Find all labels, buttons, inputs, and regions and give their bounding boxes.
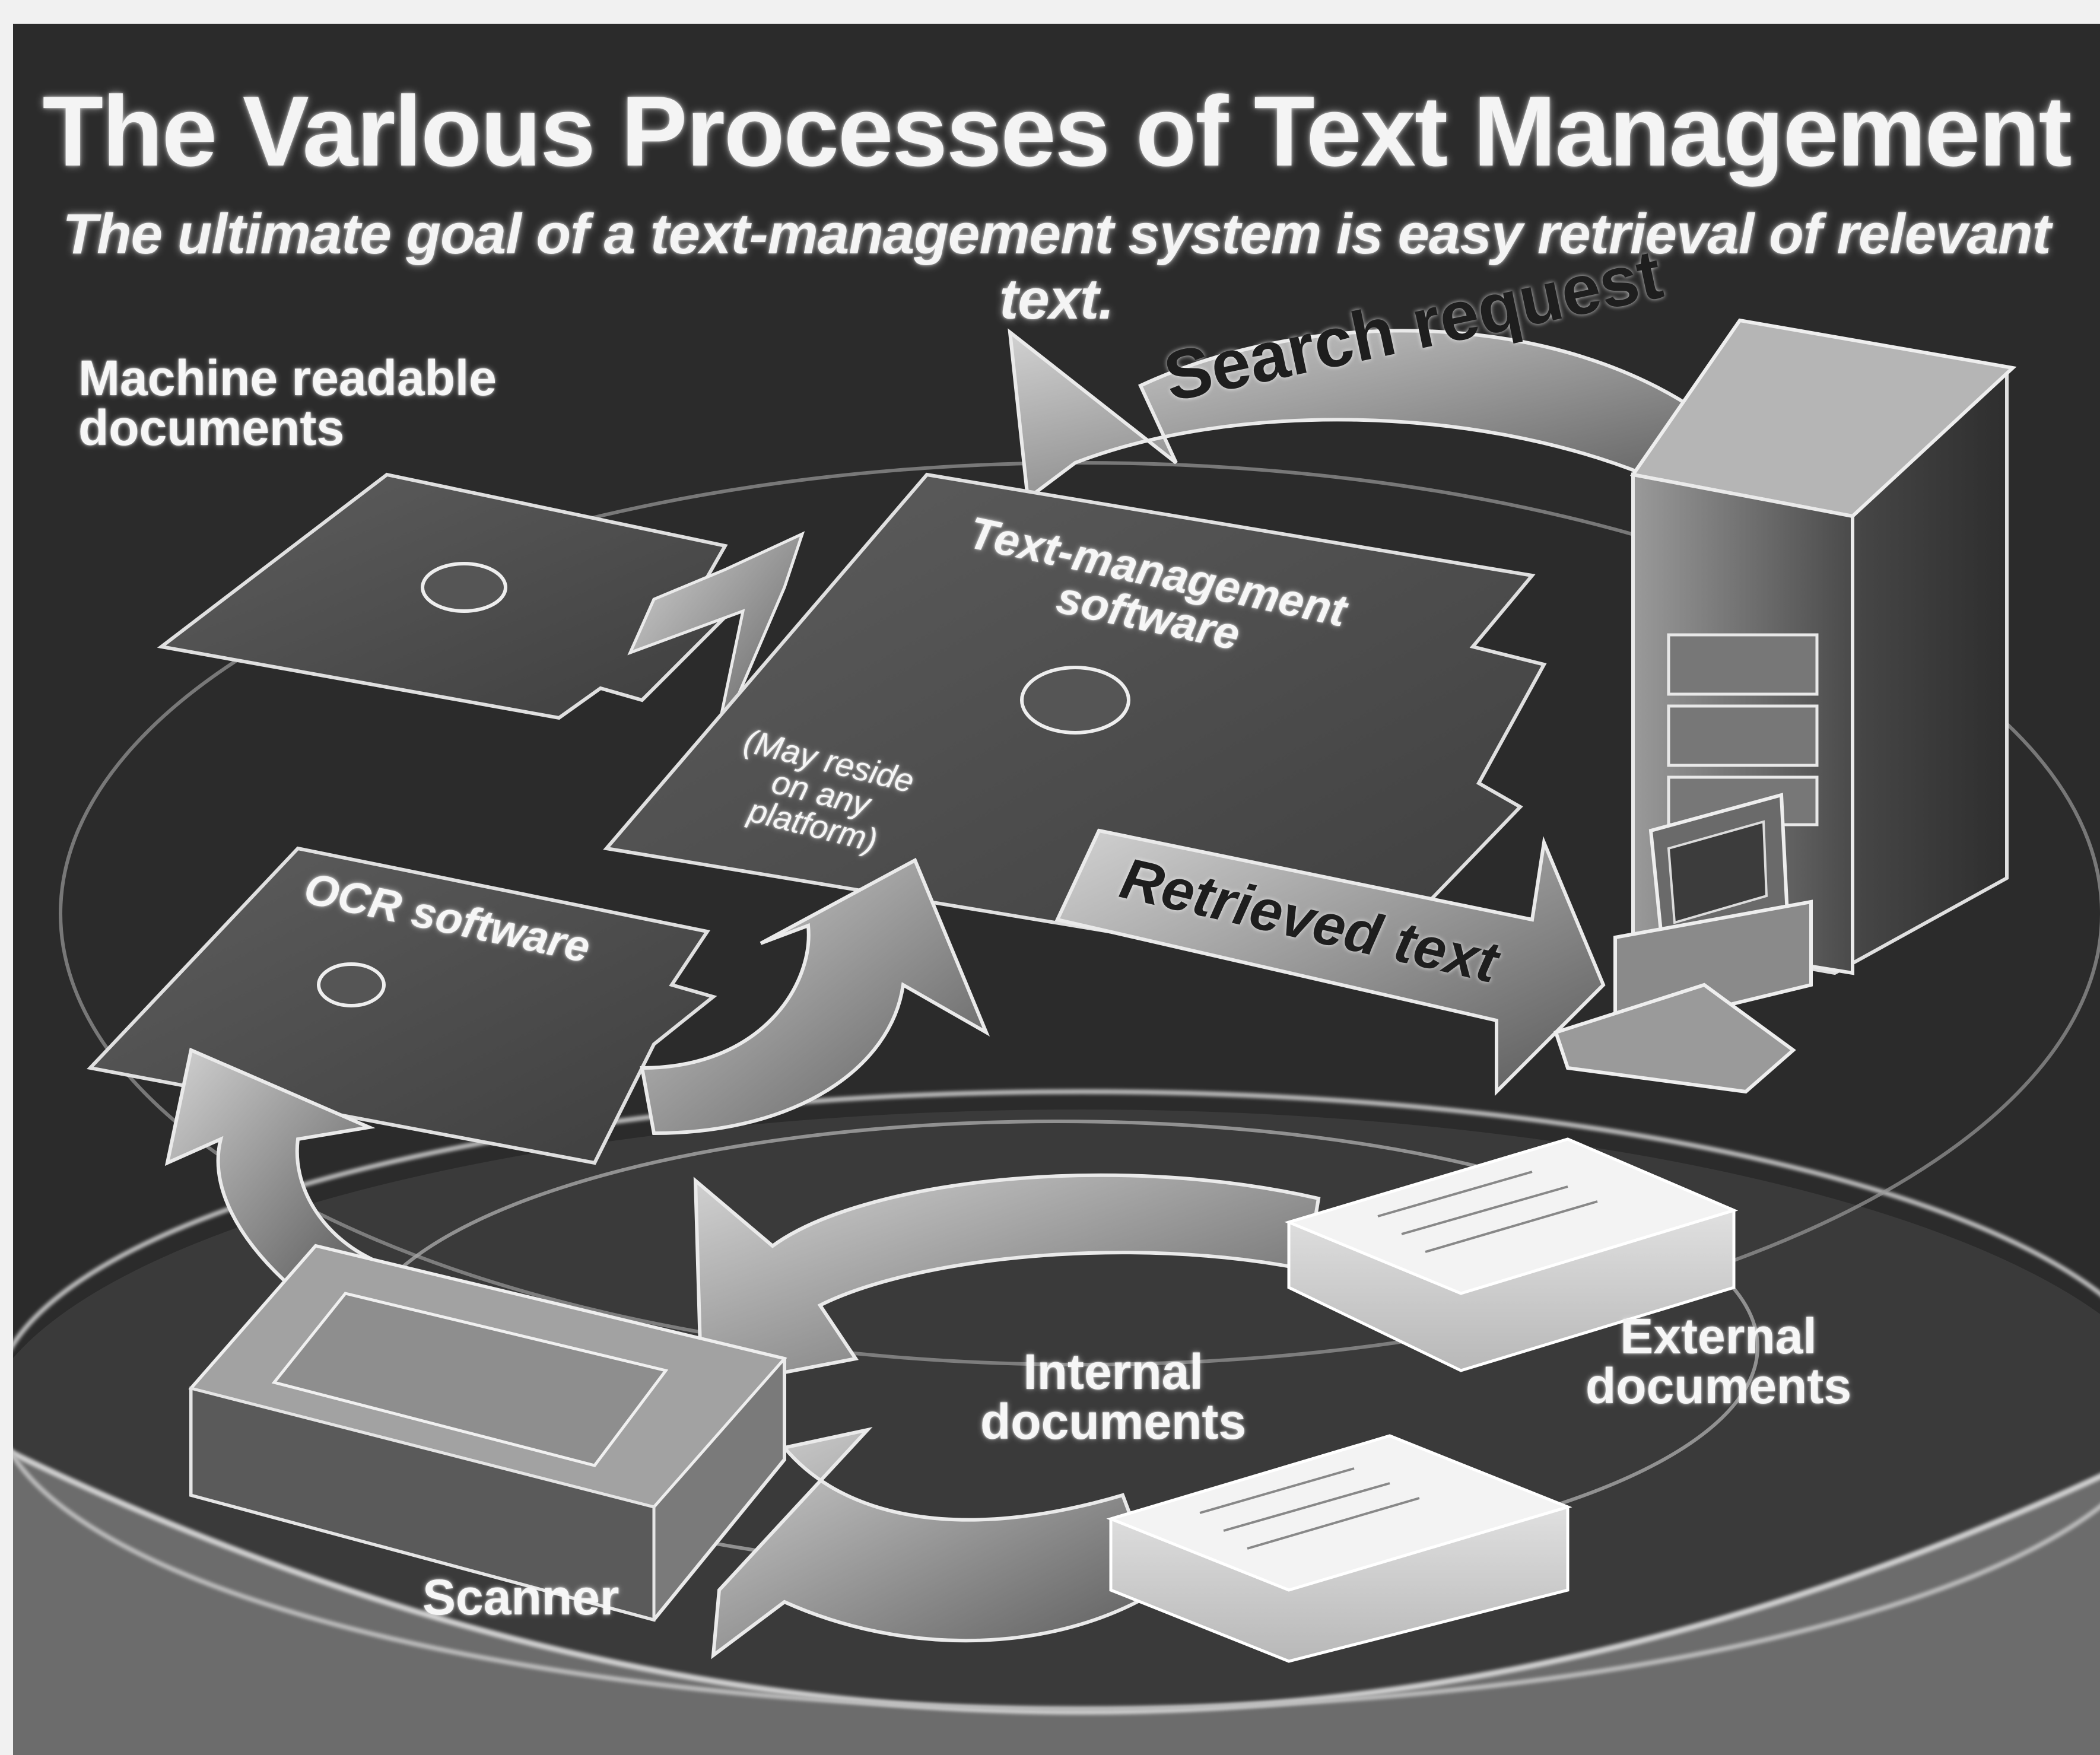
external-to-scanner-arrow-icon bbox=[693, 1173, 1321, 1391]
diagram-panel: The Varlous Processes of Text Management… bbox=[13, 24, 2100, 1755]
page-title: The Varlous Processes of Text Management bbox=[42, 75, 2072, 187]
internal-to-scanner-arrow-icon bbox=[711, 1427, 1161, 1659]
computer-terminal bbox=[1553, 793, 1813, 1094]
external-documents-label: External documents bbox=[1586, 1308, 1852, 1414]
ocr-to-software-arrow-icon bbox=[640, 857, 990, 1136]
search-request-arrow-icon bbox=[1008, 328, 1737, 502]
keyboard-icon bbox=[1553, 983, 1796, 1094]
external-documents-stack bbox=[1284, 1137, 1739, 1372]
machine-to-software-arrow-icon bbox=[627, 531, 805, 754]
scanner-device bbox=[188, 1244, 787, 1622]
floppy-disk-machine-readable bbox=[157, 472, 746, 720]
internal-documents-stack bbox=[1106, 1434, 1572, 1663]
page-subtitle: The ultimate goal of a text-management s… bbox=[62, 202, 2051, 331]
retrieved-text-arrow-icon bbox=[1054, 828, 1606, 1096]
internal-documents-label: Internal documents bbox=[980, 1344, 1247, 1449]
machine-readable-label: Machine readable documents bbox=[78, 350, 497, 456]
process-diagram bbox=[13, 318, 2100, 1755]
scanner-label: Scanner bbox=[422, 1569, 619, 1625]
scanner-to-ocr-arrow-icon bbox=[164, 1047, 376, 1290]
